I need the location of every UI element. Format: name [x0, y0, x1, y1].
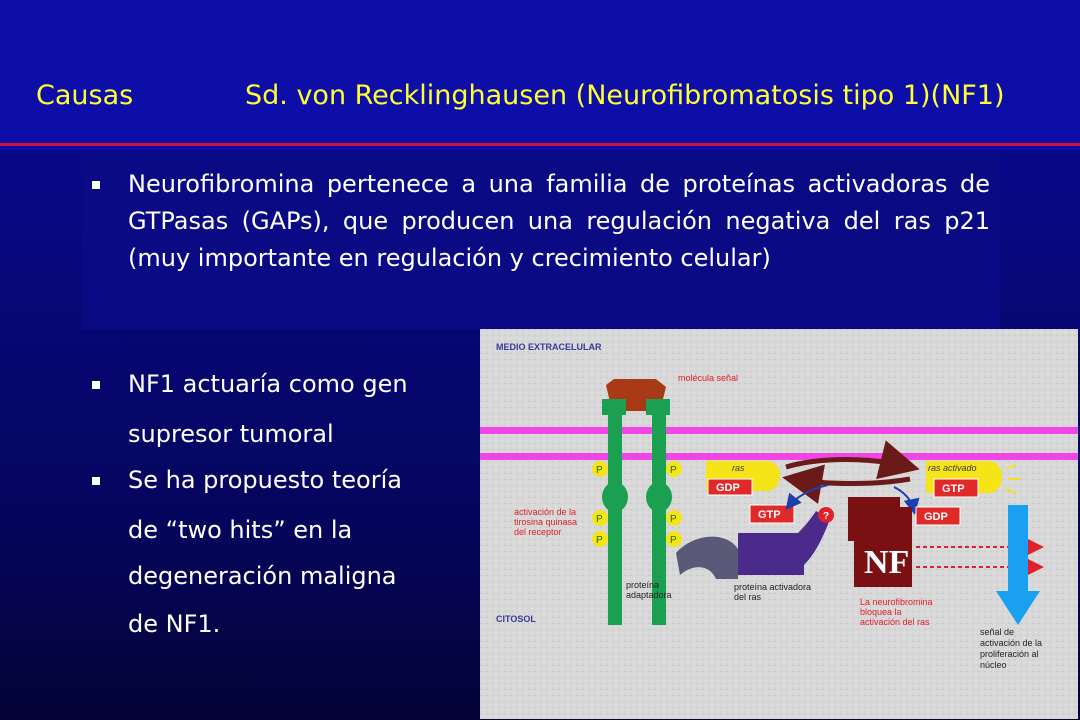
- slide-title: Sd. von Recklinghausen (Neurofibromatosi…: [245, 80, 1005, 111]
- svg-text:?: ?: [823, 511, 829, 522]
- svg-text:del ras: del ras: [734, 592, 762, 602]
- svg-text:tirosina quinasa: tirosina quinasa: [514, 517, 577, 527]
- label-activacion-tirosina: activación de la tirosina quinasa del re…: [514, 507, 577, 537]
- gdp-box-left: [707, 478, 753, 496]
- svg-text:señal de: señal de: [980, 627, 1014, 637]
- label-proteina-adaptadora: proteína adaptadora: [626, 580, 672, 600]
- receptor: [602, 399, 672, 625]
- label-citosol: CITOSOL: [496, 614, 536, 624]
- bullet-two-hits-line-3: degeneración maligna: [128, 562, 397, 590]
- svg-text:activación de la: activación de la: [980, 638, 1042, 648]
- header-band: [0, 0, 1080, 150]
- bullet-square-icon: [92, 181, 100, 189]
- neurofibromin-block: [848, 497, 912, 587]
- label-medio-extracelular: MEDIO EXTRACELULAR: [496, 342, 602, 352]
- section-title: Causas: [36, 80, 134, 111]
- bullet-nf1-line-1: NF1 actuaría como gen: [128, 370, 408, 398]
- svg-text:proteína: proteína: [626, 580, 659, 590]
- activation-rays: [1005, 464, 1020, 494]
- svg-text:P: P: [596, 535, 603, 546]
- diagram-background: [480, 329, 1078, 719]
- bullet-square-icon: [92, 381, 100, 389]
- adapter-protein: [676, 536, 738, 579]
- svg-text:adaptadora: adaptadora: [626, 590, 672, 600]
- svg-text:P: P: [596, 465, 603, 476]
- label-senal-activacion: señal de activación de la proliferación …: [980, 627, 1042, 670]
- bullet-two-hits-line-4: de NF1.: [128, 610, 221, 638]
- svg-text:del receptor: del receptor: [514, 527, 562, 537]
- label-proteina-activadora: proteína activadora del ras: [734, 582, 811, 602]
- cycle-arrow-bottom: [782, 464, 911, 504]
- svg-text:núcleo: núcleo: [980, 660, 1007, 670]
- svg-text:GDP: GDP: [716, 482, 740, 494]
- text-panel: [82, 155, 1000, 330]
- label-ras: ras: [732, 463, 745, 473]
- cycle-arrow-top: [785, 440, 920, 480]
- question-icon: [818, 507, 834, 523]
- bullet-two-hits-line-2: de “two hits” en la: [128, 516, 353, 544]
- gtp-box-right: [933, 478, 979, 498]
- blue-arrow-right: [893, 486, 920, 515]
- svg-text:P: P: [670, 535, 677, 546]
- title-divider: [0, 143, 1080, 146]
- gdp-box-right: [915, 506, 961, 526]
- label-molecula-senal: molécula señal: [678, 373, 738, 383]
- activator-protein: [738, 511, 830, 575]
- bullet-text: Neurofibromina pertenece a una familia d…: [128, 170, 990, 272]
- phosphate-group: P P P P P P: [592, 461, 682, 547]
- svg-text:GDP: GDP: [924, 511, 948, 523]
- svg-text:proliferación al: proliferación al: [980, 649, 1039, 659]
- nf1-pathway-diagram: MEDIO EXTRACELULAR CITOSOL molécula seña…: [480, 329, 1078, 719]
- svg-text:proteína activadora: proteína activadora: [734, 582, 811, 592]
- membrane-bottom: [480, 453, 1078, 460]
- bullet-nf1-line-2: supresor tumoral: [128, 420, 334, 448]
- label-ras-activado: ras activado: [928, 463, 977, 473]
- svg-text:P: P: [670, 465, 677, 476]
- membrane-top: [480, 427, 1078, 434]
- nucleus-signal-arrow: [996, 505, 1040, 625]
- svg-text:P: P: [596, 514, 603, 525]
- svg-text:activación de la: activación de la: [514, 507, 576, 517]
- svg-text:GTP: GTP: [758, 509, 781, 521]
- svg-text:P: P: [670, 514, 677, 525]
- bullet-square-icon: [92, 477, 100, 485]
- label-neurofibromina-bloquea: La neurofibromina bloquea la activación …: [860, 597, 933, 627]
- bullet-two-hits-line-1: Se ha propuesto teoría: [128, 466, 402, 494]
- blue-arrow-left: [785, 484, 829, 511]
- svg-text:La neurofibromina: La neurofibromina: [860, 597, 933, 607]
- svg-text:GTP: GTP: [942, 483, 965, 495]
- svg-text:bloquea la: bloquea la: [860, 607, 902, 617]
- gtp-box-middle: [749, 504, 795, 524]
- label-nf: NF: [864, 544, 909, 581]
- bullet-neurofibromina: Neurofibromina pertenece a una familia d…: [92, 166, 990, 277]
- svg-text:activación del ras: activación del ras: [860, 617, 930, 627]
